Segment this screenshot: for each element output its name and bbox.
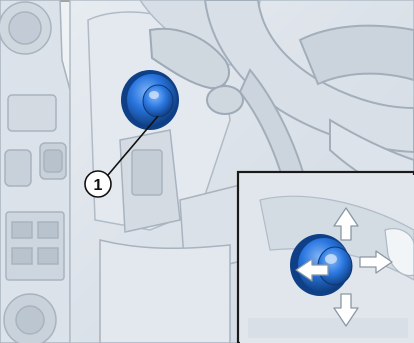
mirror-adjustment-knob [121, 70, 179, 130]
inset-detail [238, 172, 414, 343]
callout-number: 1 [94, 177, 103, 194]
center-console [0, 0, 70, 343]
